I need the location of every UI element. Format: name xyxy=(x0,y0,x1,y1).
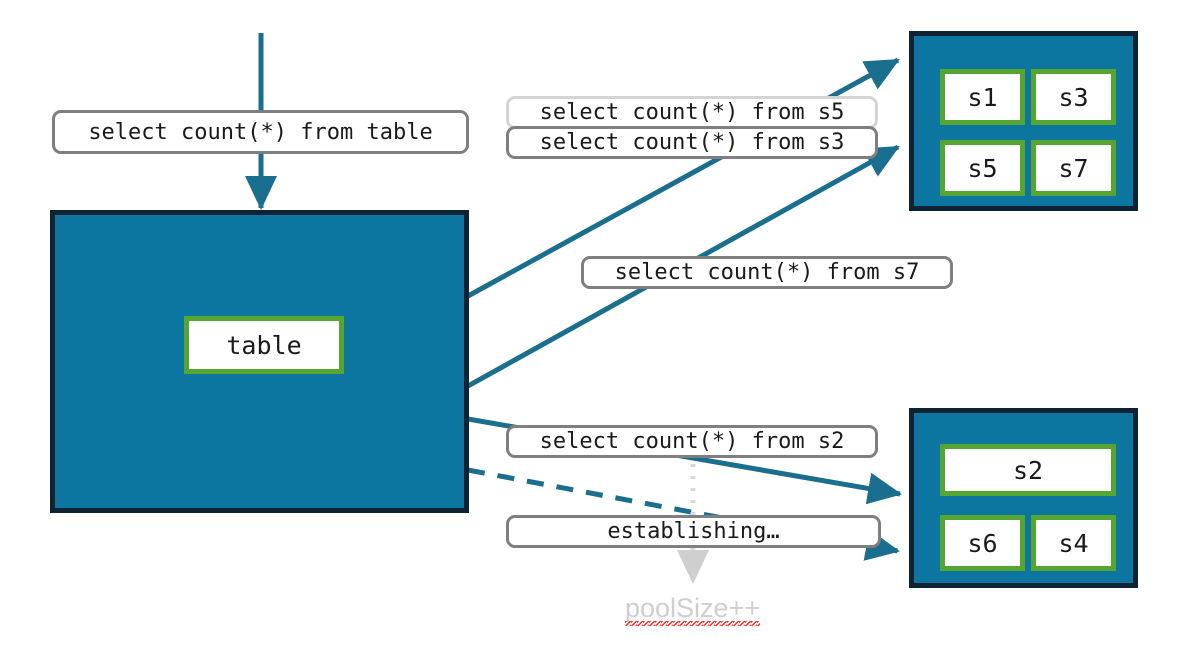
bottom-pool[interactable]: s2 s6 s4 xyxy=(909,408,1138,588)
chip-s6[interactable]: s6 xyxy=(940,515,1025,571)
label-text: establishing… xyxy=(607,519,780,544)
chip-label: s7 xyxy=(1058,153,1089,183)
chip-s1[interactable]: s1 xyxy=(940,69,1025,125)
label-query-s5[interactable]: select count(*) from s5 xyxy=(506,96,878,129)
chip-label: s2 xyxy=(1012,455,1044,485)
chip-s5[interactable]: s5 xyxy=(940,140,1025,196)
chip-label: s4 xyxy=(1058,528,1089,558)
label-text: select count(*) from s7 xyxy=(614,260,920,285)
label-text: select count(*) from table xyxy=(88,119,433,145)
chip-label: s6 xyxy=(967,528,998,558)
label-establishing[interactable]: establishing… xyxy=(506,515,881,548)
label-text: select count(*) from s2 xyxy=(539,429,845,454)
top-pool[interactable]: s1 s3 s5 s7 xyxy=(909,31,1138,211)
chip-label: s3 xyxy=(1058,82,1089,112)
chip-s4[interactable]: s4 xyxy=(1031,515,1116,571)
chip-label: table xyxy=(226,330,302,360)
label-query-table[interactable]: select count(*) from table xyxy=(52,110,469,154)
label-query-s2[interactable]: select count(*) from s2 xyxy=(506,425,878,458)
table-pool[interactable]: table xyxy=(50,210,469,513)
chip-s3[interactable]: s3 xyxy=(1031,69,1116,125)
chip-s2[interactable]: s2 xyxy=(940,444,1116,496)
chip-table[interactable]: table xyxy=(184,316,344,374)
label-text: select count(*) from s3 xyxy=(539,130,845,155)
chip-label: s1 xyxy=(967,82,998,112)
chip-s7[interactable]: s7 xyxy=(1031,140,1116,196)
label-query-s7[interactable]: select count(*) from s7 xyxy=(581,256,953,289)
label-text: select count(*) from s5 xyxy=(539,100,845,125)
label-query-s3[interactable]: select count(*) from s3 xyxy=(506,126,878,159)
annotation-poolsize: poolSize++ xyxy=(625,593,761,626)
chip-label: s5 xyxy=(967,153,998,183)
annotation-text: poolSize++ xyxy=(625,593,761,626)
